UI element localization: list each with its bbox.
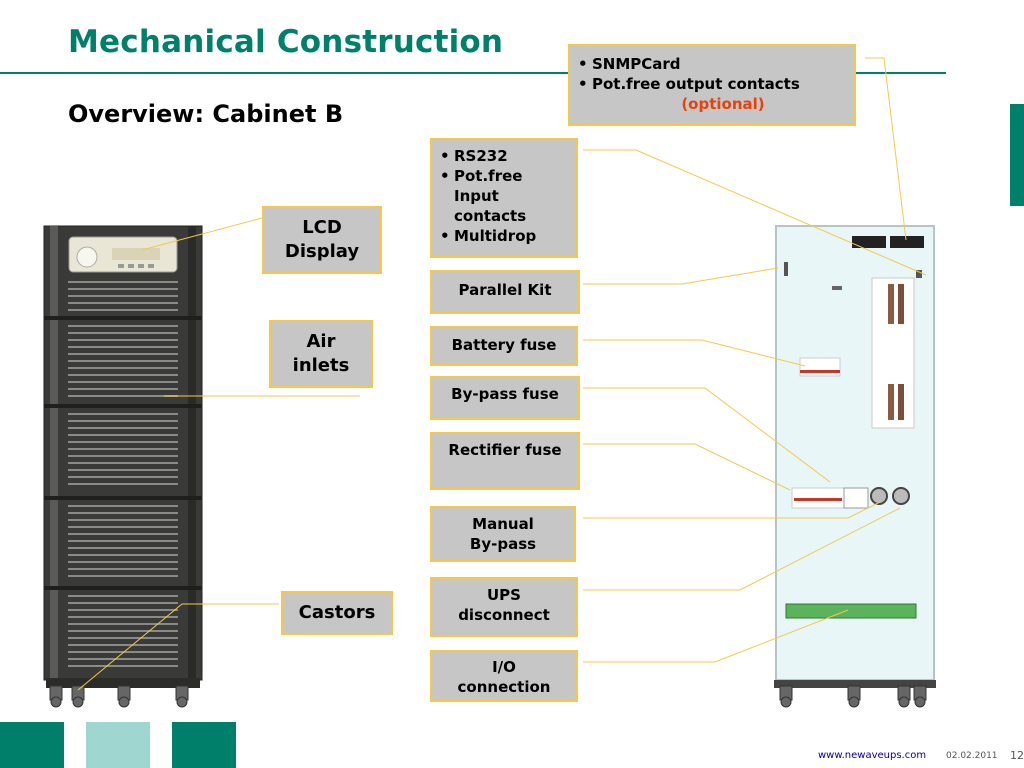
castors-label: Castors <box>281 591 393 635</box>
ups-cabinet-front-image <box>43 225 203 708</box>
footer-square-3 <box>172 722 236 768</box>
optional-note: (optional) <box>681 95 765 113</box>
pot-free-output-item: Pot.free output contacts <box>576 74 850 94</box>
pot-free-input-item: Pot.free Input contacts <box>438 166 572 226</box>
side-accent-bar <box>1010 104 1024 206</box>
rectifier-fuse-label: Rectifier fuse <box>430 432 580 490</box>
multidrop-item: Multidrop <box>438 226 572 246</box>
slide-subtitle: Overview: Cabinet B <box>68 100 344 128</box>
parallel-kit-label: Parallel Kit <box>430 270 580 314</box>
leader-lines <box>77 57 927 691</box>
io-connection-label: I/O connection <box>430 650 578 702</box>
ups-cabinet-open-image <box>774 225 936 708</box>
footer-square-2 <box>86 722 150 768</box>
footer-website-link[interactable]: www.newaveups.com <box>818 750 927 761</box>
page-number: 12 <box>1010 749 1024 762</box>
rs232-item: RS232 <box>438 146 572 166</box>
rs232-box: RS232 Pot.free Input contacts Multidrop <box>430 138 578 258</box>
footer-date: 02.02.2011 <box>946 751 998 761</box>
snmp-card-box: SNMPCard Pot.free output contacts (optio… <box>568 44 856 126</box>
lcd-display-label: LCD Display <box>262 206 382 274</box>
slide-title: Mechanical Construction <box>68 24 504 60</box>
manual-bypass-label: Manual By-pass <box>430 506 576 562</box>
ups-disconnect-label: UPS disconnect <box>430 577 578 637</box>
bypass-fuse-label: By-pass fuse <box>430 376 580 420</box>
snmp-card-item: SNMPCard <box>576 54 850 74</box>
air-inlets-label: Air inlets <box>269 320 373 388</box>
battery-fuse-label: Battery fuse <box>430 326 578 366</box>
footer-square-1 <box>0 722 64 768</box>
title-underline <box>0 72 946 74</box>
